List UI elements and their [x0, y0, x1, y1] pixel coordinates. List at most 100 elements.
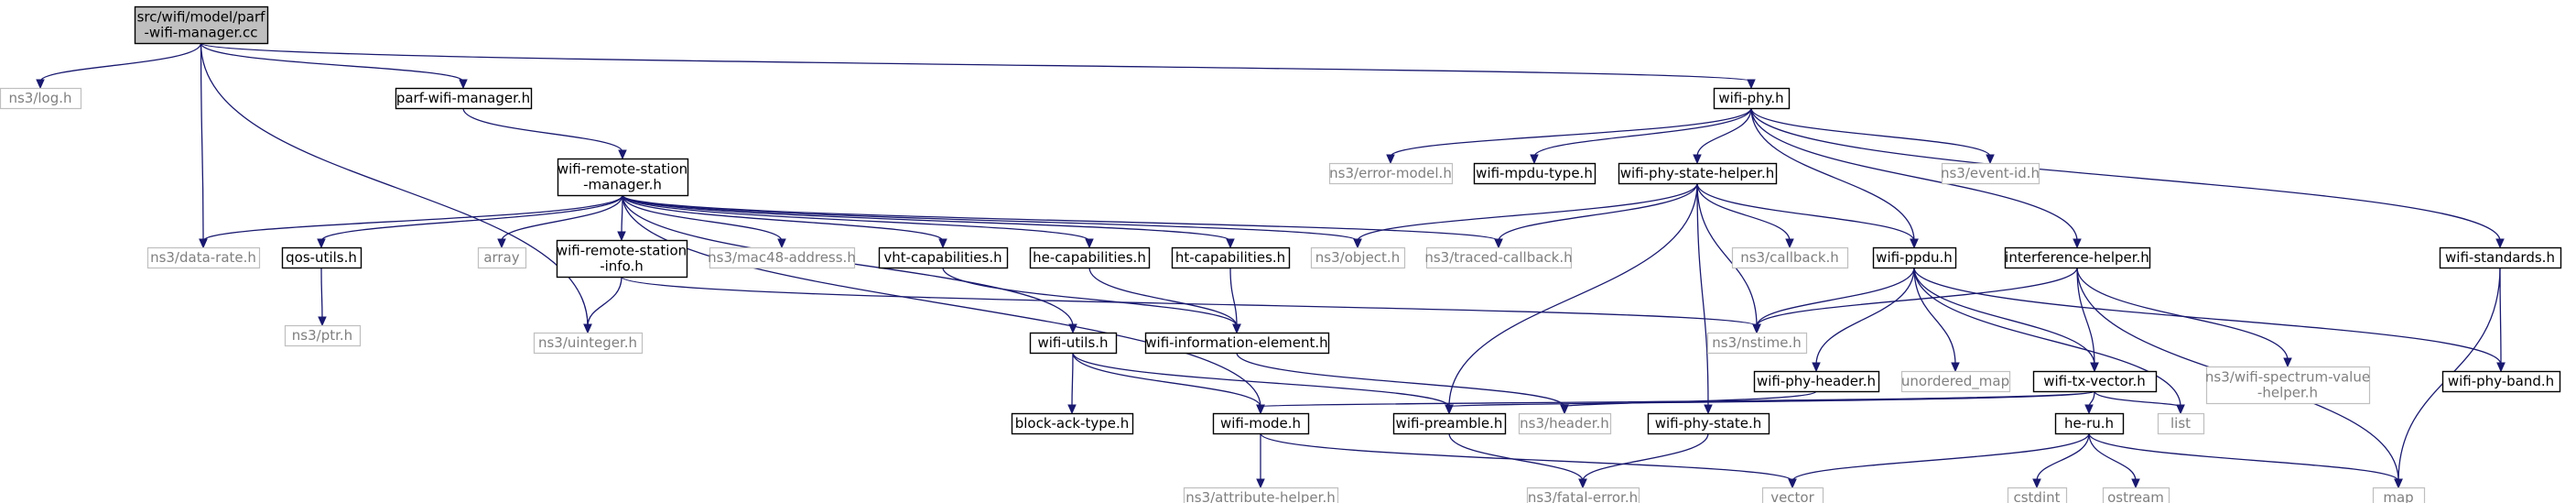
edge-parf-to-wrsm	[462, 107, 623, 153]
node-header-label-0: ns3/header.h	[1520, 415, 1609, 432]
arrowhead-wrsinfo-to-uinteger	[583, 323, 592, 334]
node-datarate-label-0: ns3/data-rate.h	[150, 249, 256, 266]
node-object-box	[1310, 246, 1406, 269]
node-log-box	[0, 87, 82, 110]
node-wie-box	[1144, 332, 1330, 355]
arrowhead-wstd-to-phyband	[2496, 362, 2506, 373]
node-parf-box	[395, 87, 533, 110]
node-errmodel-box	[1328, 162, 1454, 185]
node-vector: vector	[1761, 487, 1824, 503]
node-phyheader[interactable]: wifi-phy-header.h	[1753, 370, 1880, 393]
arrowhead-wrsm-to-datarate	[199, 238, 208, 249]
edge-ppdu-to-phyband	[1913, 267, 2502, 366]
edge-psh-to-traced	[1498, 182, 1698, 242]
arrowhead-interf-to-nstime	[1752, 323, 1761, 334]
arrowhead-txvec-to-list	[2176, 404, 2185, 415]
edge-interf-to-nstime	[1756, 267, 2078, 327]
node-qos[interactable]: qos-utils.h	[281, 246, 363, 269]
edge-wphy-to-interf	[1750, 107, 2078, 242]
node-nstime-box	[1706, 332, 1808, 355]
node-phystate[interactable]: wifi-phy-state.h	[1647, 412, 1770, 435]
node-wstd-box	[2439, 246, 2562, 269]
node-object: ns3/object.h	[1310, 246, 1406, 269]
node-uinteger-label-0: ns3/uinteger.h	[538, 334, 637, 351]
edge-heru-to-cstdint	[2036, 432, 2090, 482]
node-wphy-box	[1713, 87, 1791, 110]
node-wstd-label-0: wifi-standards.h	[2445, 249, 2555, 266]
node-umap: unordered_map	[1901, 370, 2011, 393]
arrowhead-psh-to-ppdu	[1910, 238, 1919, 249]
node-preamble-box	[1392, 412, 1507, 435]
edge-wrsm-to-object	[622, 194, 1358, 242]
edge-phyheader-to-header	[1564, 390, 1817, 408]
edge-wphy-to-psh	[1696, 107, 1752, 158]
node-psh[interactable]: wifi-phy-state-helper.h	[1618, 162, 1778, 185]
node-mpdutype[interactable]: wifi-mpdu-type.h	[1473, 162, 1596, 185]
node-wrsinfo-label-0: wifi-remote-station	[557, 243, 687, 259]
edge-heru-to-map	[2088, 432, 2399, 482]
node-preamble[interactable]: wifi-preamble.h	[1392, 412, 1507, 435]
node-cstdint-label-0: cstdint	[2013, 489, 2060, 503]
edge-he-to-wie	[1088, 267, 1238, 327]
node-array-box	[477, 246, 527, 269]
node-wie-label-0: wifi-information-element.h	[1145, 334, 1327, 351]
node-wutils-box	[1029, 332, 1118, 355]
node-wmode-box	[1212, 412, 1310, 435]
node-wrsinfo[interactable]: wifi-remote-station-info.h	[556, 239, 688, 279]
arrowhead-wrsm-to-wrsinfo	[617, 231, 626, 242]
node-wutils[interactable]: wifi-utils.h	[1029, 332, 1118, 355]
edge-wie-to-header	[1236, 352, 1565, 408]
node-he[interactable]: he-capabilities.h	[1029, 246, 1151, 269]
node-list-label-0: list	[2170, 415, 2191, 432]
node-txvec[interactable]: wifi-tx-vector.h	[2032, 370, 2158, 393]
edge-interf-to-spectrum	[2076, 267, 2289, 361]
node-bat[interactable]: block-ack-type.h	[1011, 412, 1134, 435]
node-vht[interactable]: vht-capabilities.h	[878, 246, 1009, 269]
arrowhead-wphy-to-errmodel	[1386, 154, 1395, 165]
node-wmode[interactable]: wifi-mode.h	[1212, 412, 1310, 435]
node-spectrum-label-1: -helper.h	[2257, 385, 2318, 401]
node-wrsm[interactable]: wifi-remote-station-manager.h	[557, 158, 689, 197]
node-spectrum: ns3/wifi-spectrum-value-helper.h	[2205, 366, 2371, 405]
node-wrsm-label-0: wifi-remote-station	[557, 161, 687, 178]
node-heru-box	[2054, 412, 2125, 435]
arrowhead-txvec-to-wmode	[1256, 404, 1265, 415]
node-parf[interactable]: parf-wifi-manager.h	[395, 87, 533, 110]
node-qos-label-0: qos-utils.h	[286, 249, 357, 266]
edge-wrsm-to-array	[501, 194, 623, 242]
edge-psh-to-preamble	[1448, 182, 1698, 408]
node-wie[interactable]: wifi-information-element.h	[1144, 332, 1330, 355]
arrowhead-wphy-to-wstd	[2495, 238, 2505, 249]
nodes-layer: src/wifi/model/parf-wifi-manager.ccns3/l…	[0, 5, 2562, 503]
node-ppdu[interactable]: wifi-ppdu.h	[1872, 246, 1957, 269]
node-psh-label-0: wifi-phy-state-helper.h	[1620, 165, 1774, 181]
edge-wrsinfo-to-nstime	[621, 276, 1758, 327]
node-phyband-label-0: wifi-phy-band.h	[2448, 373, 2554, 389]
arrowhead-wrsm-to-mac48	[777, 238, 786, 249]
node-root[interactable]: src/wifi/model/parf-wifi-manager.cc	[134, 5, 269, 45]
arrowhead-wphy-to-psh	[1693, 154, 1702, 165]
node-wphy[interactable]: wifi-phy.h	[1713, 87, 1791, 110]
node-fatal: ns3/fatal-error.h	[1526, 487, 1640, 503]
node-interf[interactable]: interference-helper.h	[2004, 246, 2151, 269]
arrowhead-heru-to-map	[2394, 478, 2403, 489]
edge-txvec-to-list	[2094, 390, 2181, 408]
edge-wrsm-to-mac48	[622, 194, 783, 242]
edge-ppdu-to-list	[1913, 267, 2181, 408]
node-ht[interactable]: ht-capabilities.h	[1171, 246, 1291, 269]
node-wstd[interactable]: wifi-standards.h	[2439, 246, 2562, 269]
node-heru[interactable]: he-ru.h	[2054, 412, 2125, 435]
node-vht-box	[878, 246, 1009, 269]
node-object-label-0: ns3/object.h	[1315, 249, 1400, 266]
node-mac48-label-0: ns3/mac48-address.h	[708, 249, 856, 266]
node-callback-box	[1731, 246, 1849, 269]
edge-interf-to-txvec	[2076, 267, 2095, 366]
node-mpdutype-box	[1473, 162, 1596, 185]
node-cstdint: cstdint	[2007, 487, 2068, 503]
node-heru-label-0: he-ru.h	[2064, 415, 2114, 432]
edge-ht-to-wie	[1229, 267, 1238, 327]
node-phyband[interactable]: wifi-phy-band.h	[2441, 370, 2561, 393]
node-attr-box	[1183, 487, 1339, 503]
arrowhead-heru-to-ostream	[2131, 478, 2140, 489]
node-wutils-label-0: wifi-utils.h	[1037, 334, 1108, 351]
